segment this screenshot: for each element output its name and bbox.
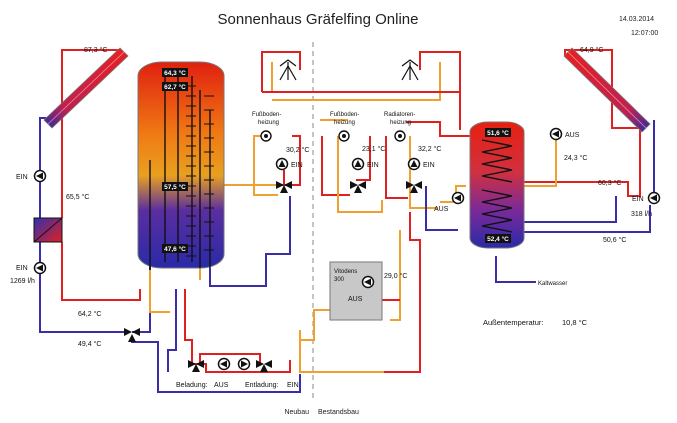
solar-right-pump-state: EIN (632, 196, 644, 203)
entladung-state: EIN (287, 382, 299, 389)
loading-pump-state: AUS (434, 206, 449, 213)
floor-heating-new-label-1: Fußboden- (252, 112, 281, 118)
solar-loop-right (440, 49, 655, 283)
floor-heating-new-pump: EIN (291, 162, 303, 169)
solar-left-hx-pump-state: EIN (16, 265, 28, 272)
boiler-unit (329, 261, 383, 321)
pump-icon (33, 261, 47, 275)
beladung-label: Beladung: (176, 382, 208, 389)
boiler-name-2: 300 (334, 277, 345, 283)
section-neubau: Neubau (284, 409, 309, 416)
bestandsbau-heating-pipes (299, 119, 460, 373)
entladung-label: Entladung: (245, 382, 279, 389)
pump-icon (549, 127, 563, 141)
pump-icon (33, 169, 47, 183)
tank-left-t2: 62,7 °C (164, 83, 186, 91)
thermometer-icon (260, 130, 272, 142)
solar-collector-right (563, 47, 651, 133)
mixing-valve-icon (124, 328, 140, 342)
radiator-label-2: heizung (390, 120, 411, 126)
pump-icon (237, 357, 251, 371)
solar-right-flow-rate: 318 l/h (631, 211, 652, 218)
floor-heating-old-label-2: heizung (334, 120, 355, 126)
floor-heating-old-label-1: Fußboden- (330, 112, 359, 118)
tank-right-bottom: 52,4 °C (487, 235, 509, 243)
air-vent-icon (279, 59, 297, 81)
solar-left-return-temp: 64,2 °C (78, 310, 101, 318)
pump-icon (407, 157, 421, 171)
time-label: 12:07:00 (631, 30, 658, 37)
floor-heating-old-temp: 23,1 °C (362, 145, 385, 153)
pump-icon (647, 191, 661, 205)
radiator-pump: EIN (423, 162, 435, 169)
pump-icon (351, 157, 365, 171)
ventilation-pipes (261, 51, 461, 130)
tank-right-top: 51,6 °C (487, 129, 509, 137)
solar-right-return-temp: 50,6 °C (603, 236, 626, 244)
mixing-valve-icon (188, 360, 204, 372)
floor-heating-new-label-2: heizung (258, 120, 279, 126)
tank-left-t1: 64,3 °C (164, 69, 186, 77)
tank-left-t3: 57,5 °C (164, 183, 186, 191)
date-label: 14.03.2014 (619, 16, 654, 23)
radiator-temp: 32,2 °C (418, 145, 441, 153)
pump-icon (451, 191, 465, 205)
heat-exchanger-icon (33, 217, 63, 243)
tank-temp-badge: 62,7 °C (162, 82, 188, 91)
tank-temp-badge: 47,6 °C (162, 244, 188, 253)
dhw-temp: 24,3 °C (564, 154, 587, 162)
outdoor-temp-label: Außentemperatur: (483, 318, 543, 327)
cold-water-label: Kaltwasser (538, 281, 567, 287)
page-title: Sonnenhaus Gräfelfing Online (218, 11, 419, 28)
boiler-name-1: Vitodens (334, 269, 357, 275)
boiler-temp: 29,0 °C (384, 272, 407, 280)
boiler-state: AUS (348, 296, 363, 303)
tank-temp-badge: 51,6 °C (485, 128, 511, 137)
solar-left-mix-temp: 49,4 °C (78, 340, 101, 348)
radiator-label-1: Radiatoren- (384, 112, 415, 118)
solar-left-flow-rate: 1269 l/h (10, 278, 35, 285)
pump-icon (275, 157, 289, 171)
tank-temp-badge: 64,3 °C (162, 68, 188, 77)
mixing-valve-icon (406, 181, 422, 193)
solar-left-flow-temp: 65,5 °C (66, 193, 89, 201)
solar-right-supply-temp: 60,3 °C (598, 179, 621, 187)
beladung-state: AUS (214, 382, 229, 389)
storage-tank-large (137, 61, 225, 270)
outdoor-temp-value: 10,8 °C (562, 318, 588, 327)
collector-left-temp: 87,3 °C (84, 46, 107, 54)
thermometer-icon (338, 130, 350, 142)
solar-collector-left (43, 47, 129, 129)
mixing-valve-icon (350, 181, 366, 193)
dhw-pump-state: AUS (565, 132, 580, 139)
tank-temp-badge: 52,4 °C (485, 234, 511, 243)
thermometer-icon (394, 130, 406, 142)
pump-icon (217, 357, 231, 371)
storage-tank-dhw (469, 121, 525, 249)
mixing-valve-icon (256, 360, 272, 372)
air-vent-icon (401, 59, 419, 81)
solar-left-pump-state: EIN (16, 174, 28, 181)
section-bestandsbau: Bestandsbau (318, 409, 359, 416)
floor-heating-new-temp: 30,2 °C (286, 146, 309, 154)
tank-left-t4: 47,6 °C (164, 245, 186, 253)
collector-right-temp: 64,9 °C (580, 46, 603, 54)
pump-icon (361, 275, 375, 289)
floor-heating-old-pump: EIN (367, 162, 379, 169)
tank-temp-badge: 57,5 °C (162, 182, 188, 191)
mixing-valve-icon (276, 181, 292, 193)
